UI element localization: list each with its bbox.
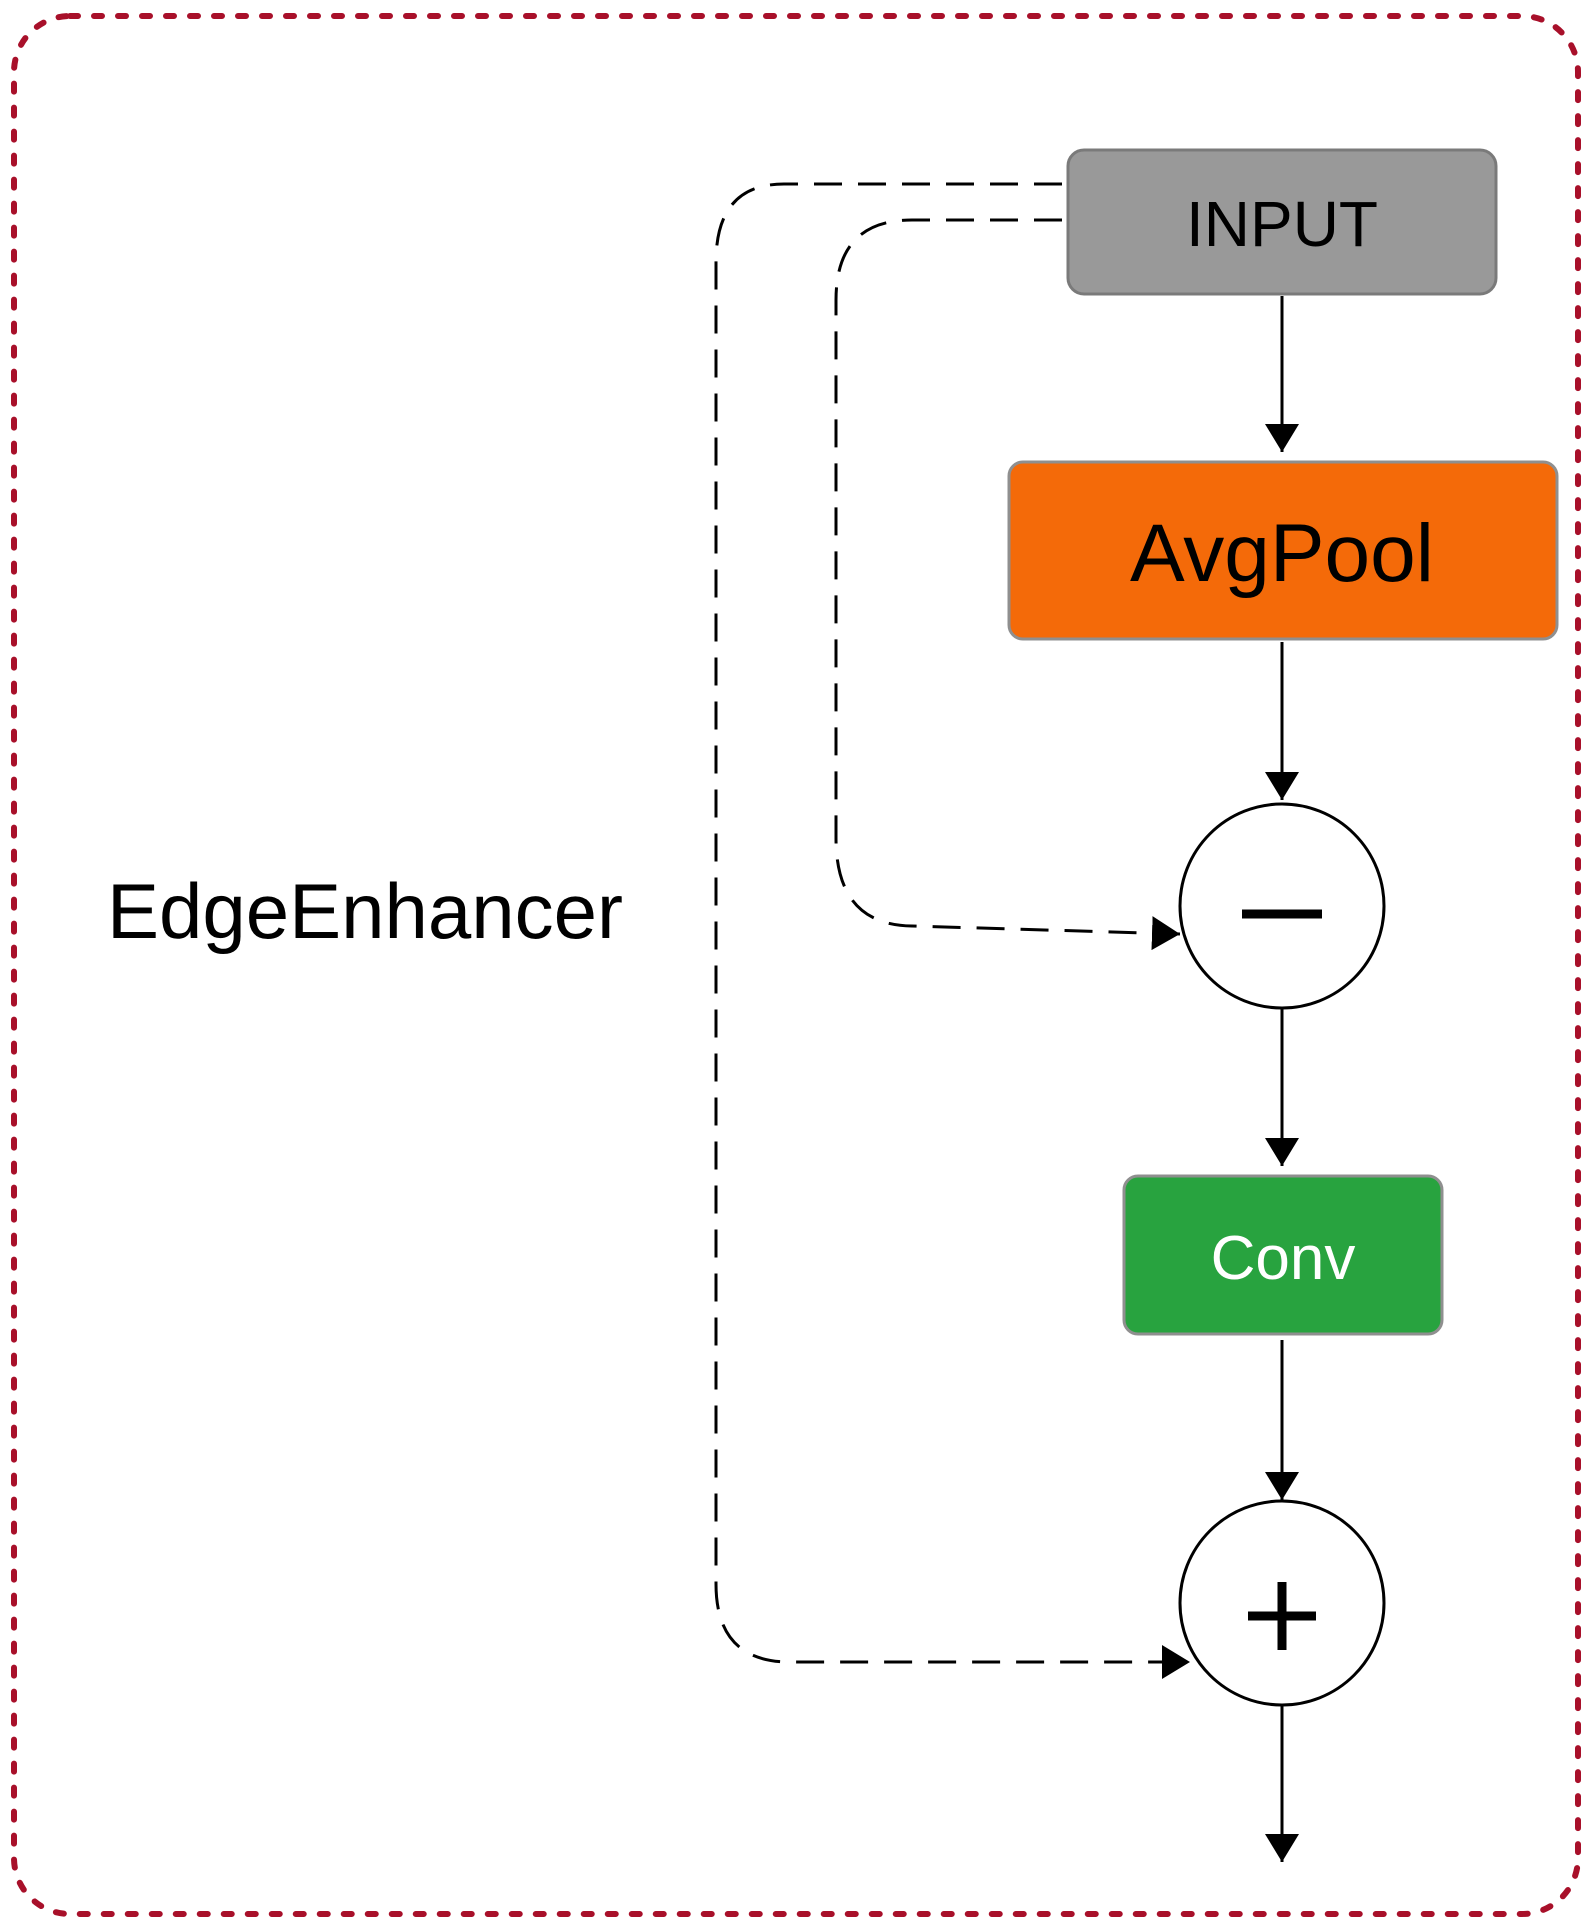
avgpool-node-label: AvgPool <box>1130 508 1434 599</box>
conv-node <box>1122 1174 1444 1336</box>
module-label: EdgeEnhancer <box>107 867 623 955</box>
input-node <box>1066 148 1498 296</box>
module-border <box>11 13 1581 1917</box>
conv-node-label: Conv <box>1211 1224 1356 1293</box>
subtract-node <box>1178 802 1386 1010</box>
skip-edge-input-to-subtract <box>834 218 1181 951</box>
input-node-label: INPUT <box>1186 188 1378 260</box>
plus-icon <box>1248 1582 1316 1650</box>
avgpool-node <box>1007 460 1559 641</box>
skip-edge-input-to-add <box>714 182 1190 1679</box>
